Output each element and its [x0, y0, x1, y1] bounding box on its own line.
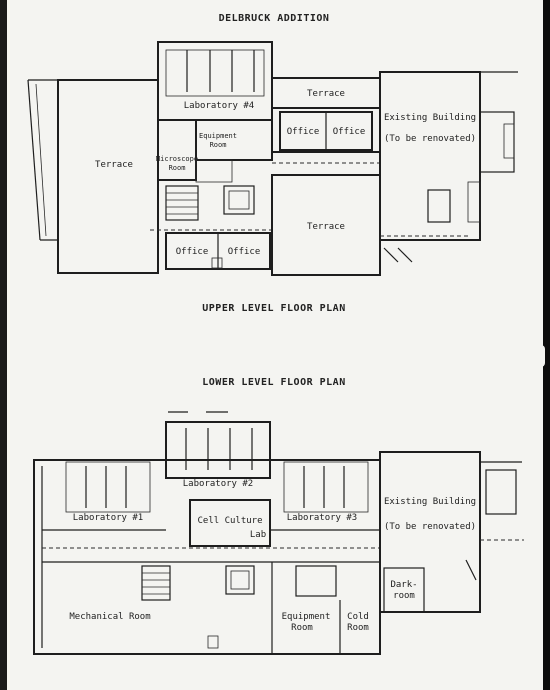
lower-lab3-bench-zone: [283, 461, 369, 513]
lower-stair: [141, 565, 171, 601]
upper-office-b-label: Office: [333, 127, 366, 137]
upper-ramp-line-1: [383, 247, 399, 263]
upper-stair: [165, 185, 199, 221]
upper-terrace-left-outline: [57, 79, 159, 274]
upper-terrace-center-label: Terrace: [307, 222, 345, 232]
page-tab: [538, 345, 545, 367]
lower-equipment-alcove: [295, 565, 337, 597]
lower-lab2-top-outline: [165, 421, 271, 479]
upper-existing-annex-window: [503, 123, 515, 159]
upper-equipment-room-outline: [195, 119, 273, 161]
upper-existing-annex: [479, 111, 515, 173]
lower-existing-annex: [485, 469, 517, 515]
upper-existing-stair: [467, 181, 481, 223]
lower-equipment-label-1: Equipment: [282, 612, 331, 622]
lower-plan-caption: LOWER LEVEL FLOOR PLAN: [202, 377, 345, 388]
upper-equipment-room-label-2: Room: [210, 141, 227, 149]
lower-darkroom-label-2: room: [393, 591, 415, 601]
upper-office-d-label: Office: [228, 247, 261, 257]
upper-lab4-bench-zone: [165, 49, 265, 97]
lower-lab3-label: Laboratory #3: [287, 513, 357, 523]
lower-darkroom-label-1: Dark-: [390, 580, 417, 590]
scan-edge: [543, 0, 550, 690]
lower-existing-label-1: Existing Building: [384, 497, 476, 507]
lower-elevator: [225, 565, 255, 595]
upper-left-edge-inner: [35, 83, 47, 237]
upper-left-edge-slope: [27, 79, 41, 241]
upper-terrace-top-label: Terrace: [307, 89, 345, 99]
upper-office-c-label: Office: [176, 247, 209, 257]
lower-lab2-label: Laboratory #2: [183, 479, 253, 489]
upper-microscope-room-label-2: Room: [169, 164, 186, 172]
lower-existing-step: [465, 559, 477, 581]
lower-cold-label-2: Room: [347, 623, 369, 633]
upper-closet: [195, 159, 233, 183]
lower-mech-fixture: [207, 635, 219, 649]
lower-mechanical-label: Mechanical Room: [69, 612, 150, 622]
upper-microscope-room-label-1: Microscope: [156, 155, 198, 163]
upper-equipment-room-label-1: Equipment: [199, 132, 237, 140]
lower-elevator-car: [230, 570, 250, 590]
lower-cold-label-1: Cold: [347, 612, 369, 622]
upper-existing-toilet: [427, 189, 451, 223]
drawing-title: DELBRUCK ADDITION: [219, 13, 330, 24]
lower-cell-culture-label-2: Lab: [250, 530, 266, 540]
lower-existing-outline: [379, 451, 481, 613]
upper-ramp-line-2: [397, 247, 413, 263]
lower-equipment-label-2: Room: [291, 623, 313, 633]
upper-existing-label-2: (To be renovated): [384, 134, 476, 144]
upper-level-plan: Terrace Terrace Terrace Laboratory #4 Eq…: [27, 41, 518, 276]
drawing-sheet: [7, 0, 543, 690]
upper-plan-caption: UPPER LEVEL FLOOR PLAN: [202, 303, 345, 314]
lower-darkroom-outline: [383, 567, 425, 613]
lower-level-plan: Laboratory #1 Laboratory #2 Laboratory #…: [33, 411, 524, 655]
upper-existing-building-outline: [379, 71, 481, 241]
upper-elevator-car: [228, 190, 250, 210]
upper-office-a-label: Office: [287, 127, 320, 137]
upper-lab4-label: Laboratory #4: [184, 101, 254, 111]
lower-cell-culture-outline: [189, 499, 271, 547]
lower-existing-label-2: (To be renovated): [384, 522, 476, 532]
upper-elevator: [223, 185, 255, 215]
upper-existing-label-1: Existing Building: [384, 113, 476, 123]
upper-terrace-left-label: Terrace: [95, 160, 133, 170]
lower-lab1-bench-zone: [65, 461, 151, 513]
upper-office-grille: [211, 257, 223, 269]
lower-cell-culture-label-1: Cell Culture: [197, 516, 262, 526]
lower-lab1-label: Laboratory #1: [73, 513, 143, 523]
